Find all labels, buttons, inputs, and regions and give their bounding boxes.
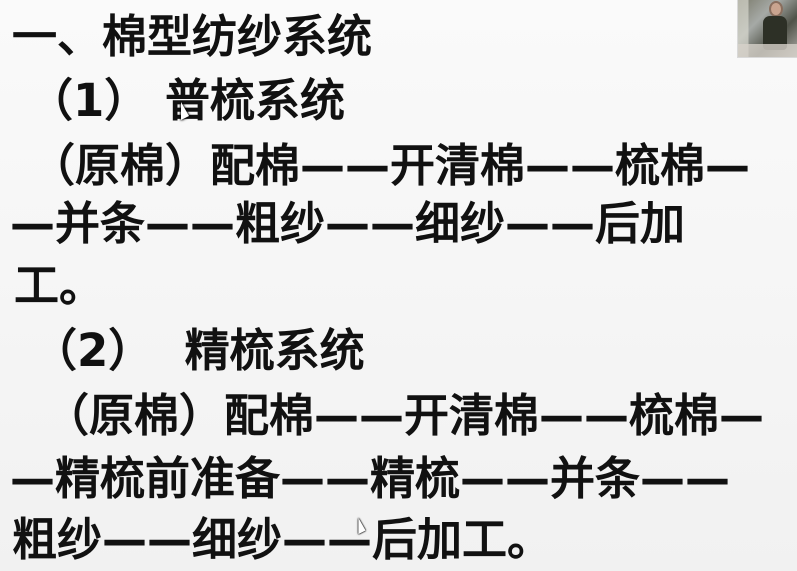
presenter-video-thumbnail bbox=[737, 0, 797, 58]
process-line-combed-2: —精梳前准备——精梳——并条—— bbox=[10, 452, 731, 505]
process-line-carded-1: （原棉）配棉——开清棉——梳棉— bbox=[30, 139, 751, 192]
process-line-combed-1: （原棉）配棉——开清棉——梳棉— bbox=[44, 389, 765, 442]
subheading-combed-system: （2） 精梳系统 bbox=[32, 324, 365, 377]
process-line-carded-2: —并条——粗纱——细纱——后加 bbox=[10, 197, 686, 250]
heading-cotton-spinning-system: 一、棉型纺纱系统 bbox=[12, 10, 373, 63]
process-line-carded-3: 工。 bbox=[14, 259, 105, 312]
subheading-carded-system: （1） 普梳系统 bbox=[28, 74, 345, 127]
thumbnail-desk bbox=[738, 44, 797, 57]
mouse-pointer-icon bbox=[181, 102, 189, 120]
mouse-pointer-icon bbox=[358, 517, 366, 535]
presenter-head bbox=[769, 1, 783, 17]
process-line-combed-3: 粗纱——细纱——后加工。 bbox=[12, 513, 553, 566]
